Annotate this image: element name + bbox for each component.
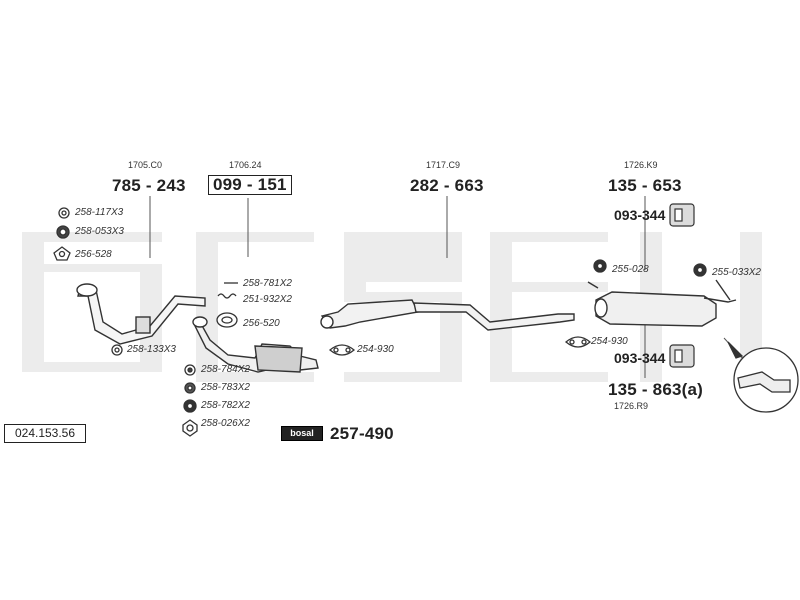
small-part-label[interactable]: 254-930	[357, 344, 394, 355]
small-part-label[interactable]: 255-033X2	[712, 267, 761, 278]
hanger-icons	[669, 203, 695, 368]
section-ref-1: 1705.C0	[128, 160, 163, 170]
middle-silencer	[320, 299, 575, 331]
small-part-icons	[53, 207, 707, 437]
rear-silencer	[587, 279, 737, 327]
front-pipe	[76, 283, 206, 345]
section-part-5[interactable]: 135 - 863(a)	[608, 380, 704, 399]
section-ref-5: 1726.R9	[614, 401, 649, 411]
hanger-part-top[interactable]: 093-344	[614, 207, 666, 223]
small-part-label[interactable]: 258-781X2	[243, 278, 292, 289]
small-part-label[interactable]: 254-930	[591, 336, 628, 347]
tailpipe-detail	[727, 341, 799, 413]
catalytic-converter	[192, 316, 319, 373]
small-part-label[interactable]: 251-932X2	[243, 294, 292, 305]
section-ref-2: 1706.24	[229, 160, 262, 170]
small-part-label[interactable]: 258-782X2	[201, 400, 250, 411]
small-part-label[interactable]: 258-053X3	[75, 226, 124, 237]
section-part-2[interactable]: 099 - 151	[208, 175, 292, 195]
brand-part-number[interactable]: 257-490	[330, 424, 394, 443]
small-part-label[interactable]: 258-784X2	[201, 364, 250, 375]
reference-number-box: 024.153.56	[4, 424, 86, 443]
section-part-4[interactable]: 135 - 653	[608, 176, 682, 195]
section-part-3[interactable]: 282 - 663	[410, 176, 484, 195]
small-part-label[interactable]: 258-783X2	[201, 382, 250, 393]
small-part-label[interactable]: 258-133X3	[127, 344, 176, 355]
section-part-1[interactable]: 785 - 243	[112, 176, 186, 195]
small-part-label[interactable]: 256-520	[243, 318, 280, 329]
small-part-label[interactable]: 258-026X2	[201, 418, 250, 429]
small-part-label[interactable]: 255-028	[612, 264, 649, 275]
small-part-label[interactable]: 258-117X3	[75, 207, 124, 218]
section-ref-3: 1717.C9	[426, 160, 461, 170]
bosal-logo-badge: bosal	[281, 426, 323, 441]
hanger-part-bottom[interactable]: 093-344	[614, 350, 666, 366]
small-part-label[interactable]: 256-528	[75, 249, 112, 260]
section-ref-4: 1726.K9	[624, 160, 658, 170]
